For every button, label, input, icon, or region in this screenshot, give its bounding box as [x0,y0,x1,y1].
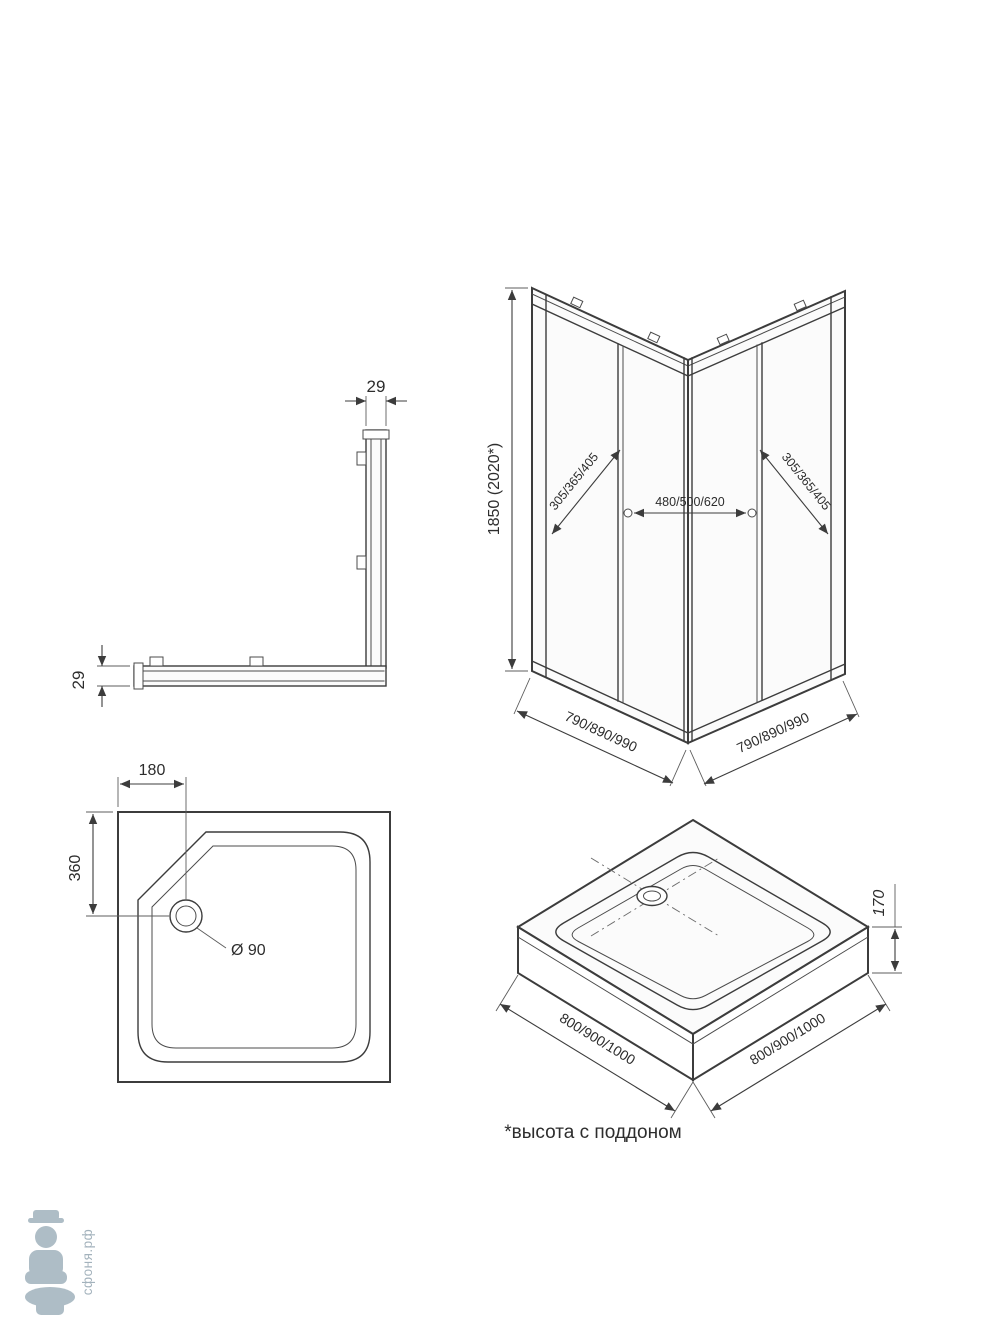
dim-profile-width-top: 29 [367,377,386,396]
profile-end-cap-top [362,429,390,440]
dim-entry-widths: 480/500/620 [655,495,725,509]
enclosure-isometric-view: 1850 (2020*) 305/365/405 305/365/405 480… [486,286,860,787]
tray-basin-rim-inner [571,865,815,1000]
tray-basin-rim-outer [555,851,831,1011]
profile-end-cap-left [133,662,144,690]
dim-enclosure-height: 1850 (2020*) [486,443,503,536]
drain-outer-circle [169,899,203,933]
vertical-profile-bar [365,429,387,669]
tray-outer-edge [117,811,391,1083]
top-roller [570,296,584,309]
roller-bracket [149,656,164,667]
roller-bracket [356,555,367,570]
roller-bracket [356,451,367,466]
left-glass-wall [531,286,689,745]
dim-profile-width-side: 29 [69,671,88,690]
drain-inner-ellipse [643,890,661,902]
watermark: сфоня.рф [25,1210,95,1315]
tray-plan-view: 180 360 Ø 90 [67,762,391,1083]
footnote-height-with-tray: *высота с поддоном [504,1122,681,1143]
right-glass-wall [687,289,846,745]
corner-profile-top-view: 29 29 [69,377,407,707]
right-door-handle [747,508,757,518]
tray-isometric-view: 170 800/900/1000 800/900/1000 [495,818,902,1119]
top-roller [647,331,661,344]
dim-drain-diameter: Ø 90 [231,942,266,959]
dim-tray-height: 170 [871,890,888,917]
dim-drain-offset-y: 360 [67,855,84,882]
drain-outer-ellipse [636,885,668,907]
drain-inner-circle [175,905,197,927]
left-door-handle [623,508,633,518]
roller-bracket [249,656,264,667]
plumber-mascot-logo [25,1210,75,1315]
watermark-site-text: сфоня.рф [80,1229,95,1296]
top-roller [716,333,730,346]
top-roller [793,299,807,312]
tray-rim-outer [137,831,371,1063]
horizontal-profile-bar [133,665,387,687]
tray-rim-inner [151,845,357,1049]
dim-drain-offset-x: 180 [139,762,166,779]
